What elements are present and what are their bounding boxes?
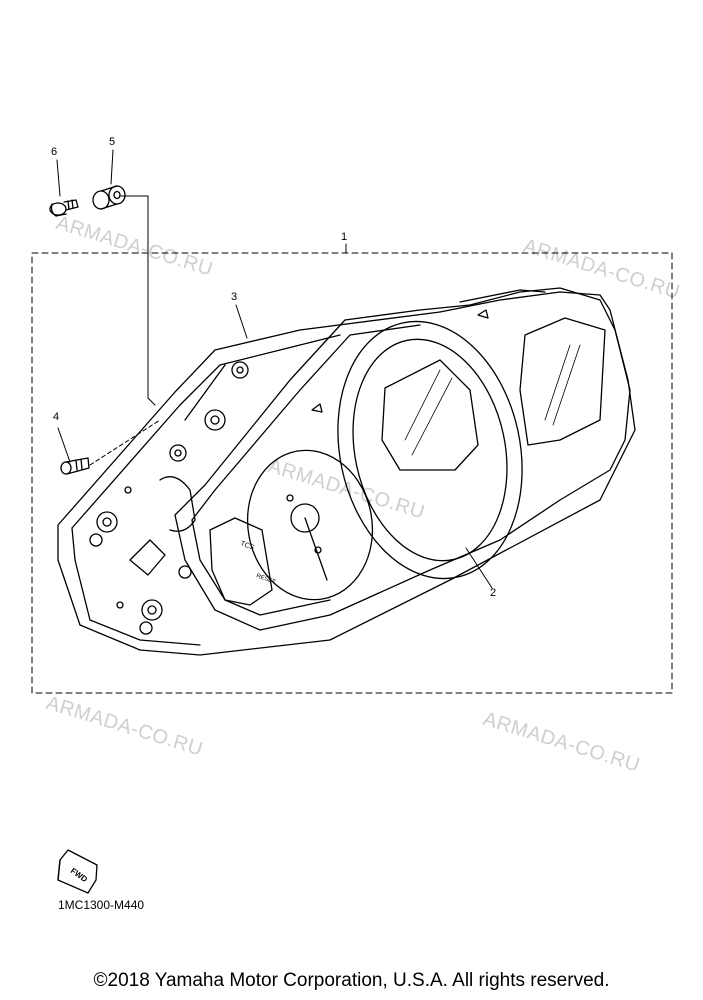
meter-housing-part — [57, 291, 636, 656]
callout-6: 6 — [51, 146, 58, 158]
drawing-code: 1MC1300-M440 — [58, 898, 145, 912]
leader-line-3 — [235, 304, 248, 339]
callout-2: 2 — [490, 587, 497, 599]
fwd-label: FWD — [69, 866, 89, 884]
leader-line-6 — [56, 159, 61, 197]
meter-cover-part — [174, 287, 631, 631]
callout-4: 4 — [53, 411, 60, 423]
leader-bolt-dash — [89, 419, 161, 466]
leader-line-4 — [57, 427, 71, 463]
bolt-part — [60, 457, 90, 475]
leader-line-5 — [120, 195, 156, 406]
leader-line-5b — [110, 149, 114, 185]
tcs-label: TCS — [239, 540, 255, 551]
callout-1: 1 — [341, 231, 348, 243]
fwd-arrow-icon — [57, 849, 98, 894]
copyright-notice: ©2018 Yamaha Motor Corporation, U.S.A. A… — [93, 970, 610, 991]
screw-part — [49, 199, 79, 217]
callout-3: 3 — [231, 291, 238, 303]
assembly-boundary — [31, 252, 673, 694]
grommet-part — [92, 185, 126, 210]
callout-5: 5 — [109, 136, 116, 148]
